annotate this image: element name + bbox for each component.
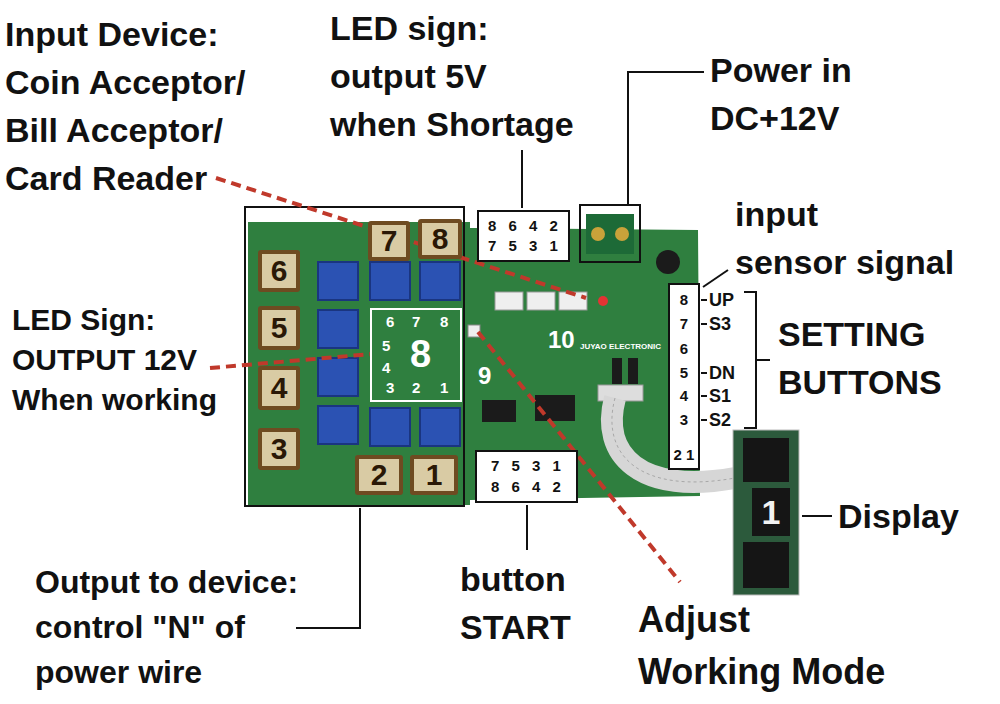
pin-number: 8 bbox=[410, 335, 431, 373]
board-marking: 9 bbox=[478, 362, 491, 390]
led-pin-box: 6 7 8 5 8 4 3 2 1 bbox=[370, 308, 462, 402]
power-terminal bbox=[586, 214, 634, 254]
relay bbox=[318, 262, 358, 300]
pin-label: S3 bbox=[709, 314, 731, 334]
leader-line bbox=[703, 270, 728, 287]
display-digit bbox=[743, 438, 789, 482]
pin-tick bbox=[701, 323, 707, 325]
pin-header-box: 8 6 4 2 7 5 3 1 bbox=[477, 210, 570, 262]
terminal-number: 6 bbox=[271, 256, 288, 286]
bracket-tick bbox=[756, 359, 770, 361]
pin-number: 5 bbox=[382, 338, 390, 355]
connector bbox=[527, 292, 555, 310]
terminal-screw bbox=[591, 227, 605, 241]
display-board bbox=[733, 430, 799, 595]
relay bbox=[420, 262, 460, 300]
buzzer bbox=[656, 250, 680, 274]
pin-number: 7 bbox=[680, 316, 688, 333]
terminal-number: 2 bbox=[371, 460, 388, 490]
resistor-array bbox=[612, 358, 622, 384]
callout-text: input sensor signal bbox=[735, 190, 970, 286]
terminal-number: 7 bbox=[381, 226, 398, 256]
connector bbox=[495, 292, 523, 310]
terminal-block: 1 bbox=[410, 455, 458, 495]
pin-tick bbox=[701, 395, 707, 397]
pin-number: 7 bbox=[412, 314, 420, 331]
terminal-number: 3 bbox=[271, 434, 288, 464]
board-marking: JUYAO ELECTRONIC bbox=[580, 342, 661, 352]
callout-text: Power in DC+12V bbox=[710, 46, 875, 142]
terminal-block: 6 bbox=[258, 250, 300, 292]
terminal-screw bbox=[615, 227, 629, 241]
callout-text: Output to device: control "N" of power w… bbox=[35, 560, 313, 695]
relay bbox=[370, 262, 410, 300]
pin-row: 8 6 4 2 bbox=[488, 217, 559, 235]
leader-line bbox=[628, 72, 704, 204]
pin-number: 3 bbox=[386, 380, 394, 397]
terminal-block: 7 bbox=[368, 221, 410, 261]
sensor-header-box: 8 7 6 5 4 3 2 1 bbox=[668, 283, 700, 470]
display-digit: 1 bbox=[762, 495, 781, 529]
pin-label: DN bbox=[709, 363, 735, 383]
relay bbox=[318, 358, 358, 396]
terminal-block: 4 bbox=[258, 366, 300, 410]
pin-number: 2 1 bbox=[674, 447, 695, 464]
pin-label: UP bbox=[709, 290, 734, 310]
pin-row: 7 5 3 1 bbox=[488, 237, 559, 255]
relay bbox=[318, 310, 358, 348]
terminal-block: 5 bbox=[258, 306, 300, 350]
board-marking: 10 bbox=[548, 326, 575, 354]
pin-row: 7 5 3 1 bbox=[491, 457, 562, 475]
leader-line bbox=[296, 508, 360, 628]
relay bbox=[370, 408, 410, 446]
power-outline bbox=[580, 205, 640, 262]
pin-number: 4 bbox=[382, 360, 390, 377]
bracket bbox=[744, 292, 756, 428]
leader-line bbox=[521, 150, 523, 208]
callout-text: Adjust Working Mode bbox=[638, 594, 896, 698]
callout-text: LED Sign: OUTPUT 12V When working bbox=[12, 300, 232, 420]
display-digit-box: 1 bbox=[752, 488, 790, 536]
pin-number: 8 bbox=[680, 292, 688, 309]
dashed-pointer bbox=[216, 178, 586, 298]
pin-label: S2 bbox=[709, 410, 731, 430]
terminal-block: 2 bbox=[355, 455, 403, 495]
pin-number: 2 bbox=[412, 380, 420, 397]
callout-text: Input Device: Coin Acceptor/ Bill Accept… bbox=[5, 10, 257, 202]
callout-text: Display bbox=[838, 494, 959, 538]
display-digit bbox=[743, 542, 789, 588]
callout-text: SETTING BUTTONS bbox=[778, 310, 958, 406]
leader-line bbox=[526, 505, 528, 550]
relay bbox=[420, 408, 460, 446]
pin-number: 6 bbox=[680, 341, 688, 358]
pin-number: 1 bbox=[440, 380, 448, 397]
relay bbox=[318, 406, 358, 444]
terminal-block: 8 bbox=[418, 219, 462, 259]
terminal-number: 4 bbox=[271, 373, 288, 403]
pin-number: 4 bbox=[680, 388, 688, 405]
pin-tick bbox=[701, 372, 707, 374]
pin-number: 5 bbox=[680, 365, 688, 382]
pin-number: 3 bbox=[680, 412, 688, 429]
pin-tick bbox=[701, 419, 707, 421]
callout-text: LED sign: output 5V when Shortage bbox=[330, 4, 582, 148]
terminal-block: 3 bbox=[258, 428, 300, 470]
status-led bbox=[598, 296, 608, 306]
terminal-number: 1 bbox=[426, 460, 443, 490]
leader-line bbox=[802, 515, 832, 517]
pin-header-box: 7 5 3 1 8 6 4 2 bbox=[475, 450, 578, 503]
pin-number: 6 bbox=[386, 314, 394, 331]
terminal-number: 5 bbox=[271, 313, 288, 343]
pin-label: S1 bbox=[709, 386, 731, 406]
callout-text: button START bbox=[460, 555, 600, 651]
resistor-array bbox=[628, 358, 638, 384]
pin-number: 8 bbox=[440, 314, 448, 331]
pin-tick bbox=[701, 299, 707, 301]
terminal-number: 8 bbox=[432, 224, 449, 254]
pin-row: 8 6 4 2 bbox=[491, 478, 562, 496]
chip bbox=[482, 400, 516, 422]
